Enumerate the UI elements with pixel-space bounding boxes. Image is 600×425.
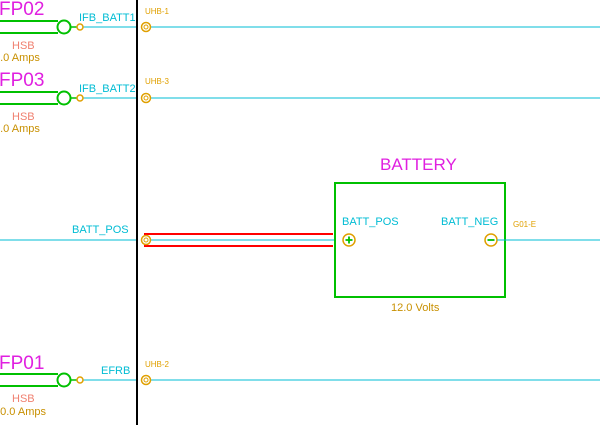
battery-pos-label: BATT_POS bbox=[342, 216, 399, 228]
connector-uhb-3-icon[interactable] bbox=[140, 92, 152, 104]
fuse-row-fp02: FP02 HSB 0.0 Amps IFB_BATT1 UHB-1 bbox=[0, 0, 600, 64]
battery-box[interactable] bbox=[334, 182, 506, 298]
connector-uhb-1-icon[interactable] bbox=[140, 21, 152, 33]
node-fp03-icon[interactable] bbox=[76, 94, 84, 102]
connector-uhb-1-inner bbox=[143, 24, 149, 30]
node-fp01-icon[interactable] bbox=[76, 376, 84, 384]
fuse-name-fp02: FP02 bbox=[0, 0, 44, 20]
wire-label-ifb-batt2: IFB_BATT2 bbox=[79, 83, 136, 95]
fuse-hsb-fp03: HSB bbox=[12, 111, 35, 123]
breaker-fp02-icon[interactable] bbox=[56, 19, 72, 35]
fuse-row-fp01: FP01 HSB 60.0 Amps EFRB UHB-2 bbox=[0, 353, 600, 418]
fuse-row-fp03: FP03 HSB 0.0 Amps IFB_BATT2 UHB-3 bbox=[0, 70, 600, 135]
fuse-amps-fp02: 0.0 Amps bbox=[0, 52, 40, 64]
fuse-name-fp03: FP03 bbox=[0, 70, 44, 91]
wire-label-ifb-batt1: IFB_BATT1 bbox=[79, 12, 136, 24]
connector-batt-pos-inner bbox=[143, 237, 149, 243]
fuse-hsb-fp01: HSB bbox=[12, 393, 35, 405]
fuse-hsb-fp02: HSB bbox=[12, 40, 35, 52]
battery-neg-label: BATT_NEG bbox=[441, 216, 498, 228]
connector-label-uhb-3: UHB-3 bbox=[145, 77, 170, 86]
connector-label-uhb-2: UHB-2 bbox=[145, 360, 170, 369]
wire-label-efrb: EFRB bbox=[101, 365, 130, 377]
node-fp02-icon[interactable] bbox=[76, 23, 84, 31]
battery-section: BATT_POS BATTERY BATT_POS BATT_NEG 12.0 … bbox=[0, 155, 600, 314]
connector-uhb-3-inner bbox=[143, 95, 149, 101]
connector-label-uhb-1: UHB-1 bbox=[145, 7, 170, 16]
breaker-fp01-icon[interactable] bbox=[56, 372, 72, 388]
fuse-name-fp01: FP01 bbox=[0, 353, 44, 374]
connector-batt-pos-icon[interactable] bbox=[140, 234, 152, 246]
battery-voltage: 12.0 Volts bbox=[391, 302, 440, 314]
connector-uhb-2-inner bbox=[143, 377, 149, 383]
breaker-fp03-icon[interactable] bbox=[56, 90, 72, 106]
battery-title: BATTERY bbox=[380, 155, 457, 174]
fuse-amps-fp03: 0.0 Amps bbox=[0, 123, 40, 135]
connector-uhb-2-icon[interactable] bbox=[140, 374, 152, 386]
fuse-amps-fp01: 60.0 Amps bbox=[0, 406, 46, 418]
ground-label-g01-e: G01-E bbox=[513, 220, 536, 229]
wire-label-batt-pos: BATT_POS bbox=[72, 224, 129, 236]
